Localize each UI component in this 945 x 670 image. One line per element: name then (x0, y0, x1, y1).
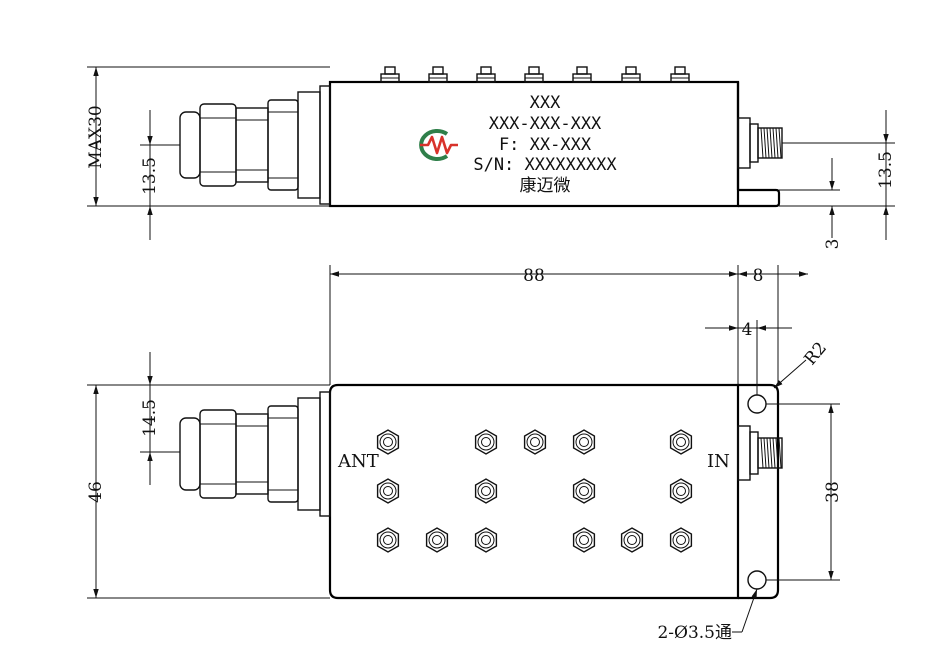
top-view-dimensions (87, 265, 840, 633)
plate-line-5: 康迈微 (520, 176, 571, 196)
dim-corner-radius: R2 (801, 338, 832, 369)
port-label-in: IN (707, 451, 730, 472)
tuning-screw (620, 527, 644, 553)
dim-flange-width: 8 (753, 266, 764, 286)
tuning-screw (376, 478, 400, 504)
label-plate: XXX XXX-XXX-XXX F: XX-XXX S/N: XXXXXXXXX… (473, 93, 617, 196)
screw-side (380, 66, 400, 83)
tuning-screws-grid (376, 429, 693, 553)
dim-mount-holes: 2-Ø3.5通 (657, 623, 732, 643)
plate-line-4: S/N: XXXXXXXXX (473, 155, 617, 175)
tuning-screw (669, 527, 693, 553)
tuning-screw (474, 429, 498, 455)
tuning-screw (425, 527, 449, 553)
dim-max-height: MAX30 (86, 105, 106, 168)
tuning-screw (523, 429, 547, 455)
mount-hole-bottom (747, 570, 767, 590)
tuning-screw (572, 429, 596, 455)
dim-hole-offset: 4 (742, 320, 753, 340)
dim-body-length: 88 (523, 266, 545, 286)
tuning-screw (669, 478, 693, 504)
company-logo (419, 129, 458, 161)
ant-connector-side (179, 85, 331, 205)
screw-side (476, 66, 496, 83)
dim-hole-spacing: 38 (823, 481, 843, 503)
screw-side (428, 66, 448, 83)
mount-hole-top (747, 394, 767, 414)
plate-line-2: XXX-XXX-XXX (489, 114, 602, 134)
top-view: ANT IN (86, 265, 843, 643)
in-connector-side (737, 117, 783, 169)
plate-line-3: F: XX-XXX (499, 135, 592, 155)
in-connector-top (737, 425, 783, 481)
screw-side (524, 66, 544, 83)
dim-right-connector-height: 13.5 (876, 151, 896, 189)
tuning-screw (669, 429, 693, 455)
side-view: XXX XXX-XXX-XXX F: XX-XXX S/N: XXXXXXXXX… (86, 66, 896, 250)
dim-total-width: 46 (86, 481, 106, 503)
screw-side (621, 66, 641, 83)
dim-left-connector-height: 13.5 (140, 157, 160, 195)
screw-side (670, 66, 690, 83)
dim-left-connector-offset: 14.5 (140, 399, 160, 437)
tuning-screw (376, 527, 400, 553)
tuning-screw (474, 478, 498, 504)
tuning-screw (572, 527, 596, 553)
tuning-screw (376, 429, 400, 455)
ant-connector-top (179, 391, 331, 517)
screw-side (572, 66, 592, 83)
plate-line-1: XXX (530, 93, 561, 113)
tuning-screws-top (380, 66, 690, 83)
side-view-dimensions (87, 66, 895, 240)
dim-base-step: 3 (823, 239, 843, 250)
port-label-ant: ANT (337, 451, 379, 472)
tuning-screw (474, 527, 498, 553)
tuning-screw (572, 478, 596, 504)
